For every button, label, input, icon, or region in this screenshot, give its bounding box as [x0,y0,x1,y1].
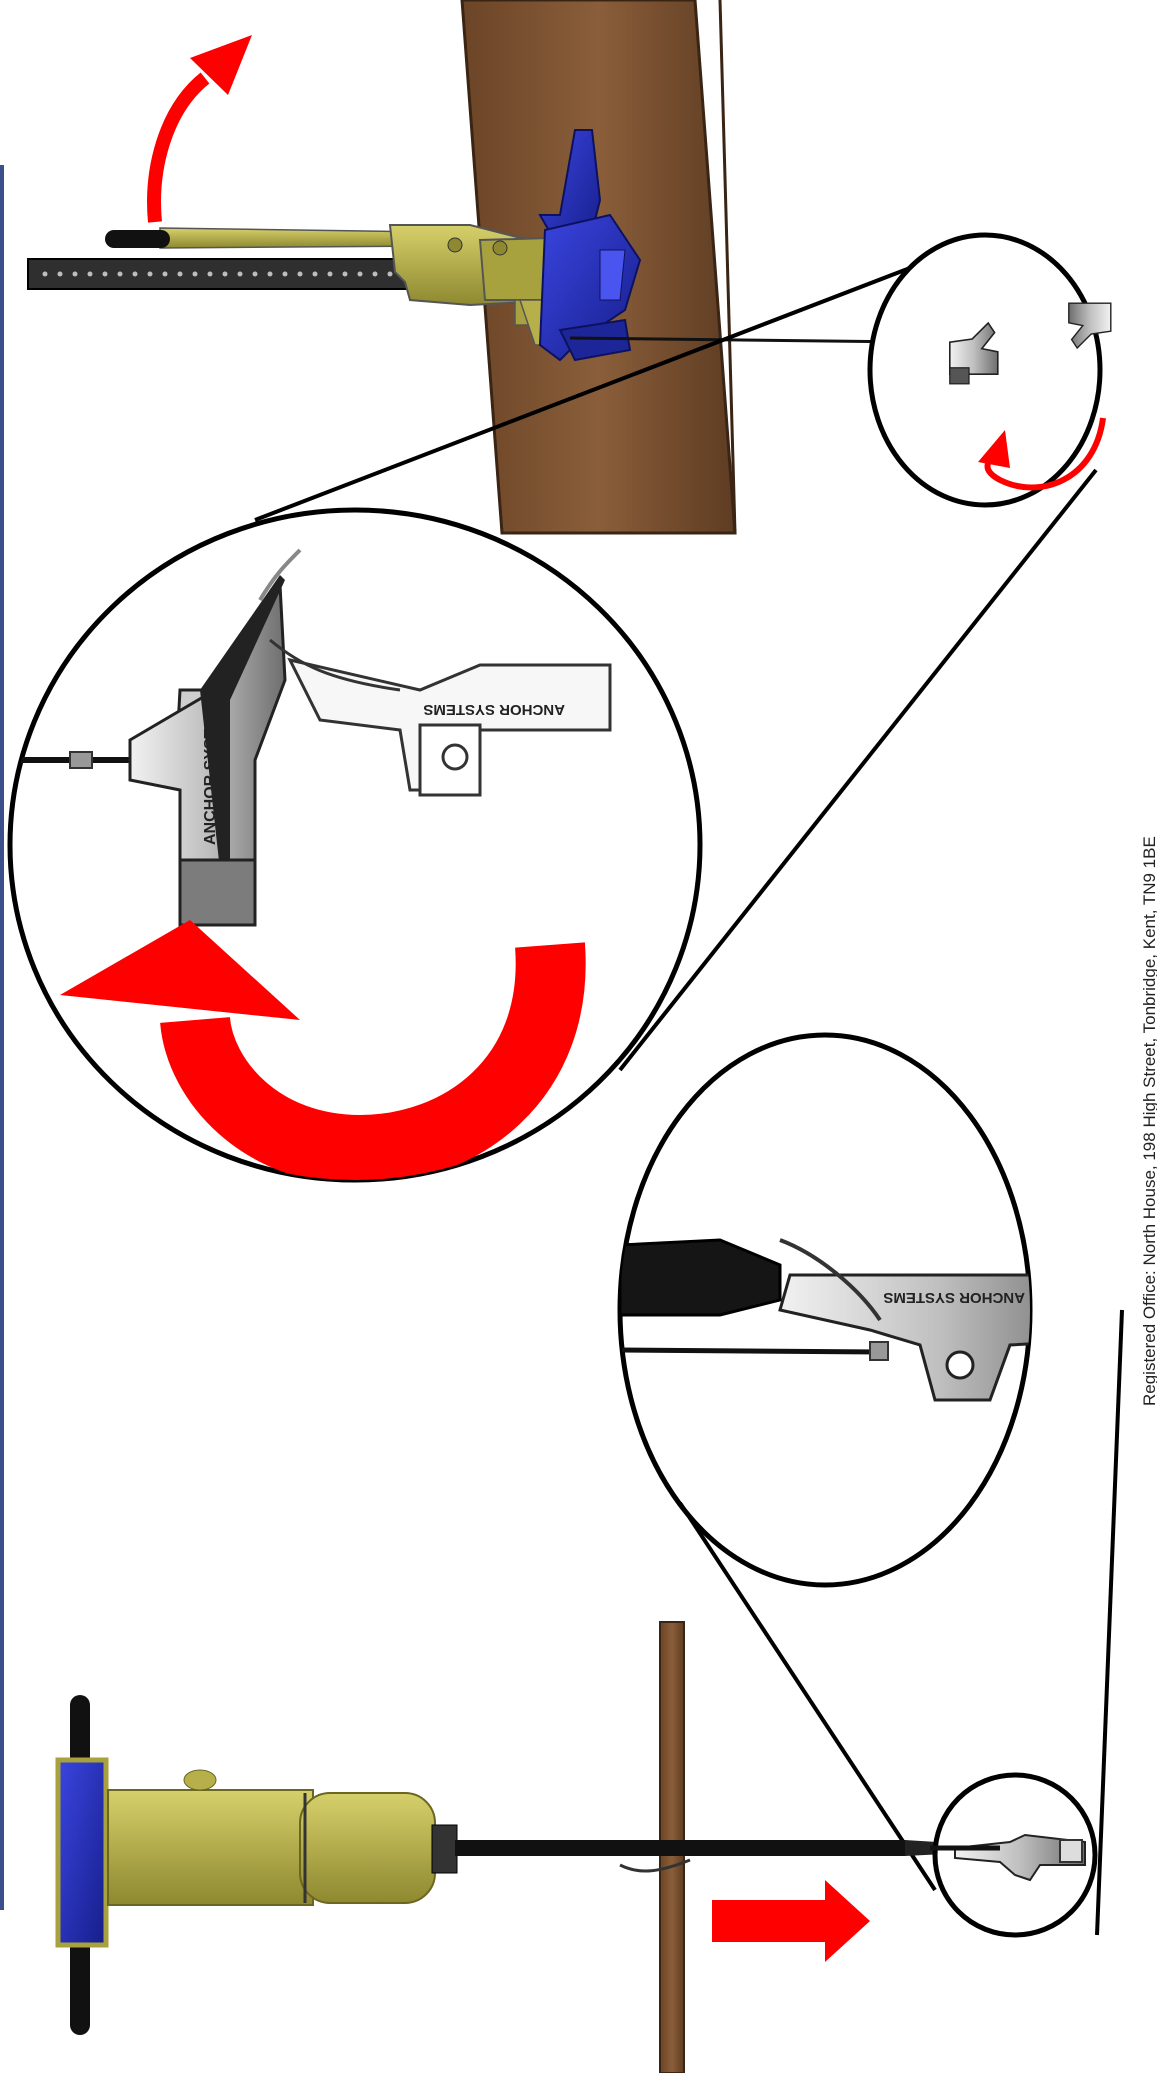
jack-bar-hole [388,272,393,277]
jack-bar-hole [193,272,198,277]
red-curved-arrow-icon [154,35,252,222]
jack-bar-hole [103,272,108,277]
jack-bar-hole [283,272,288,277]
zoom-line-4 [1097,1310,1122,1935]
jack-bar-hole [178,272,183,277]
zoom-circle-large-top: ANCHOR SYSTEMS ANCHOR SYSTEMS [0,510,700,1180]
jack-bar-hole [223,272,228,277]
anchor-brand-label-3: ANCHOR SYSTEMS [883,1289,1025,1306]
jack-bar-hole [373,272,378,277]
jack-bar-hole [358,272,363,277]
jack-bar-hole [208,272,213,277]
zoom-circle-small-bottom [930,1775,1095,1935]
jack-bar-hole [148,272,153,277]
red-right-arrow-icon [712,1880,870,1962]
jack-bar-hole [133,272,138,277]
jack-bar-hole [268,272,273,277]
drive-tool [58,1695,985,2035]
jack-bar-hole [298,272,303,277]
jack-bar-hole [118,272,123,277]
footer-registered-office: Registered Office: North House, 198 High… [1140,836,1157,1406]
jack-bar-hole [43,272,48,277]
jack-bar-hole [88,272,93,277]
jack-handle-grip [105,230,170,248]
jack-bar-hole [328,272,333,277]
zoom-circle-large-middle: ANCHOR SYSTEMS [620,1035,1110,1585]
jack-bar-hole [343,272,348,277]
jack-bar-hole [58,272,63,277]
jack-bar-hole [163,272,168,277]
jack-bar-hole [238,272,243,277]
high-lift-jack [28,225,560,345]
anchor-brand-label-2: ANCHOR SYSTEMS [423,701,565,718]
zoom-circle-small-top [870,235,1111,505]
anchor-brand-label-1: ANCHOR SYSTEMS [202,694,219,845]
jack-bar-hole [253,272,258,277]
jack-bar-hole [313,272,318,277]
jack-bar-hole [73,272,78,277]
